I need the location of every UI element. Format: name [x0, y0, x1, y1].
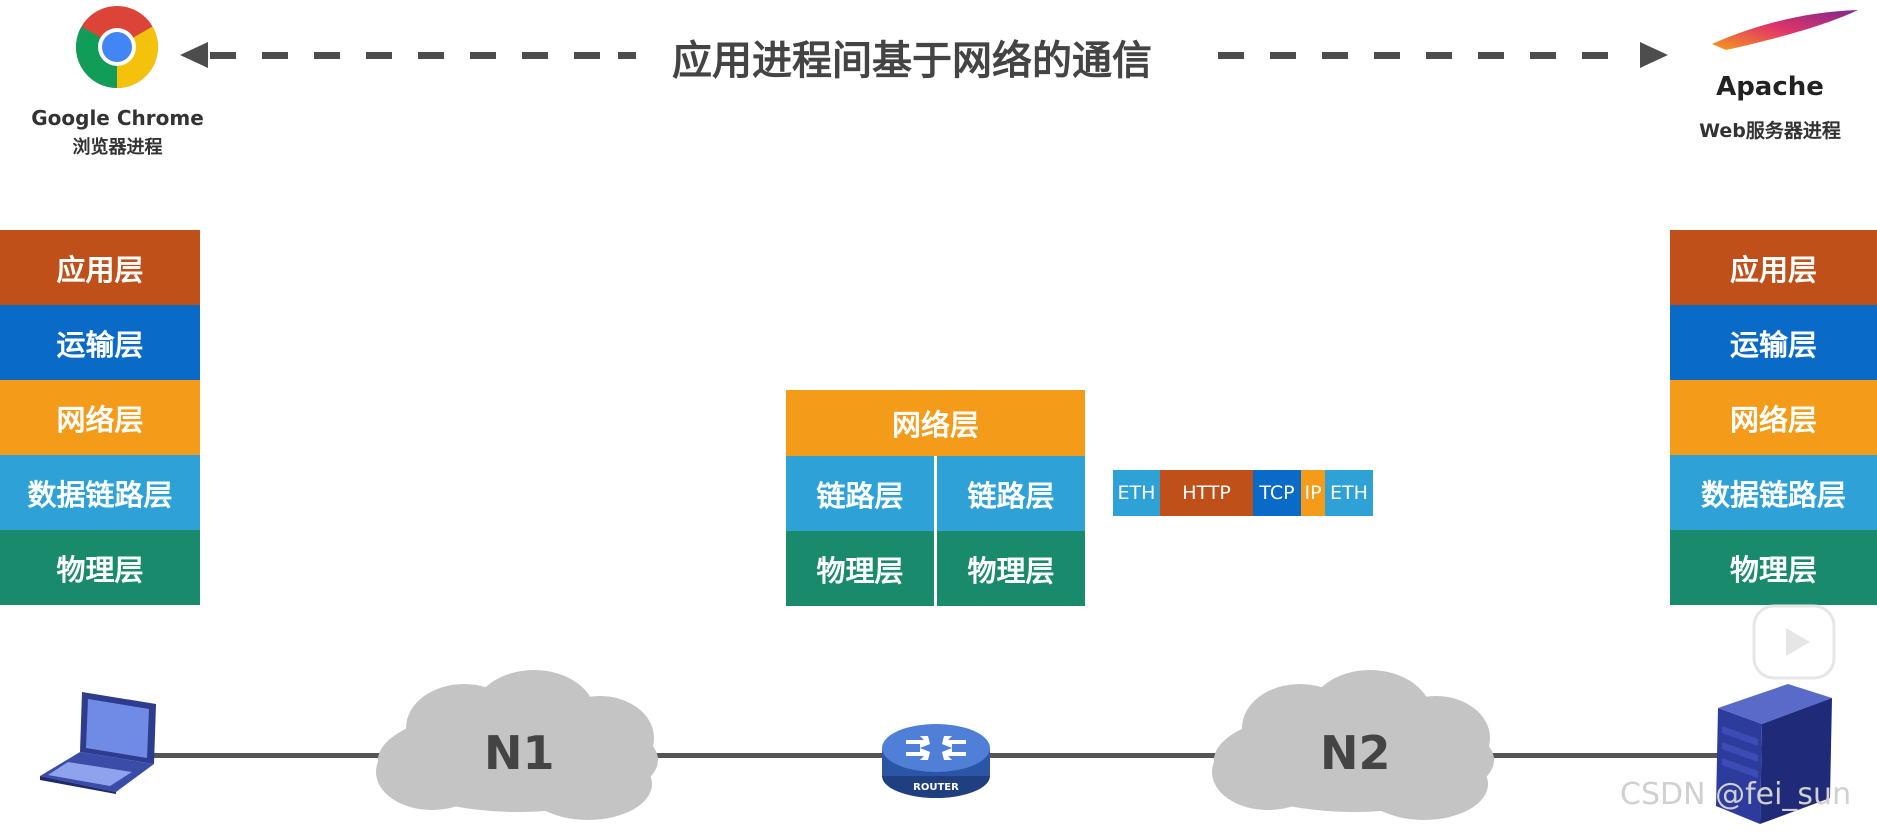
cloud-icon: [1212, 670, 1494, 820]
client-desc: 浏览器进程: [72, 137, 163, 158]
network-n2-cloud: N2: [1208, 668, 1500, 828]
right-network-layer: 网络层: [1670, 380, 1877, 455]
network-n1-cloud: N1: [372, 668, 664, 828]
video-play-overlay[interactable]: [1752, 604, 1836, 680]
server-device: [1714, 666, 1834, 826]
router-icon: [882, 724, 990, 798]
server-icon: [1716, 684, 1832, 824]
packet-eth-header: ETH: [1113, 470, 1160, 516]
right-application-layer: 应用层: [1670, 230, 1877, 305]
apache-feather-icon: [1712, 10, 1858, 50]
left-network-layer: 网络层: [0, 380, 200, 455]
server-name: Apache: [1716, 72, 1824, 102]
chrome-logo: [74, 4, 160, 90]
router-link-layer-right: 链路层: [937, 456, 1085, 531]
router-physical-layer-left: 物理层: [786, 531, 934, 606]
right-transport-layer: 运输层: [1670, 305, 1877, 380]
csdn-watermark: CSDN @fei_sun: [1620, 777, 1852, 812]
arrow-left-icon: [180, 42, 1668, 68]
router-physical-layer-right: 物理层: [937, 531, 1085, 606]
left-transport-layer: 运输层: [0, 305, 200, 380]
cloud-icon: [376, 670, 658, 820]
router-label: ROUTER: [913, 782, 959, 793]
diagram-title: 应用进程间基于网络的通信: [672, 38, 1152, 84]
left-physical-layer: 物理层: [0, 530, 200, 605]
client-name: Google Chrome: [31, 106, 204, 130]
right-physical-layer: 物理层: [1670, 530, 1877, 605]
network-n2-label: N2: [1320, 726, 1391, 780]
packet-http-data: HTTP: [1160, 470, 1253, 516]
left-application-layer: 应用层: [0, 230, 200, 305]
packet-ip-header: IP: [1301, 470, 1325, 516]
laptop-device: [38, 688, 158, 794]
router-link-layer-left: 链路层: [786, 456, 934, 531]
packet-eth-trailer: ETH: [1325, 470, 1373, 516]
title-arrow: [0, 0, 1877, 110]
network-n1-label: N1: [484, 726, 555, 780]
router-device: ROUTER: [880, 718, 992, 802]
play-icon: [1752, 604, 1836, 680]
chrome-icon: [76, 6, 158, 88]
right-datalink-layer: 数据链路层: [1670, 455, 1877, 530]
packet-tcp-header: TCP: [1253, 470, 1301, 516]
left-datalink-layer: 数据链路层: [0, 455, 200, 530]
router-network-layer: 网络层: [786, 390, 1085, 456]
laptop-icon: [40, 692, 156, 794]
apache-logo: [1708, 6, 1868, 56]
server-desc: Web服务器进程: [1699, 120, 1841, 142]
